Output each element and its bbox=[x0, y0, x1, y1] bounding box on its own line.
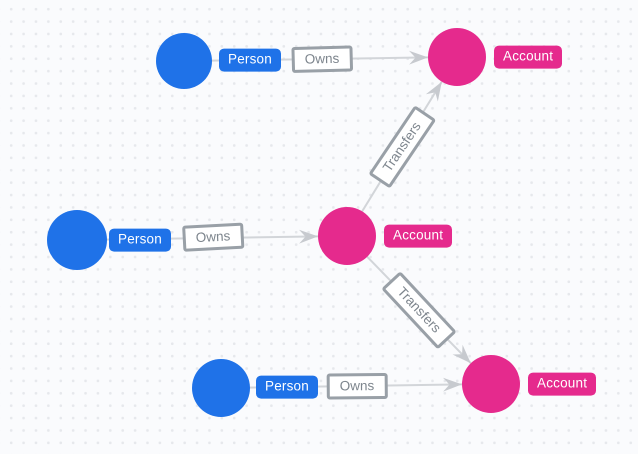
edges bbox=[76, 50, 472, 392]
edge-label-owns-bottom[interactable]: Owns bbox=[326, 372, 388, 399]
node-account-2[interactable] bbox=[318, 207, 376, 265]
edge-label-owns-middle[interactable]: Owns bbox=[182, 222, 244, 252]
node-label-person-3[interactable]: Person bbox=[256, 375, 318, 399]
node-label-person-2[interactable]: Person bbox=[109, 228, 171, 252]
node-label-person-1[interactable]: Person bbox=[219, 48, 281, 72]
node-label-account-3[interactable]: Account bbox=[528, 372, 597, 396]
node-account-1[interactable] bbox=[428, 28, 486, 86]
node-person-3[interactable] bbox=[192, 359, 250, 417]
node-account-3[interactable] bbox=[462, 355, 520, 413]
node-label-account-2[interactable]: Account bbox=[384, 224, 453, 248]
node-person-1[interactable] bbox=[156, 33, 212, 89]
node-label-account-1[interactable]: Account bbox=[494, 45, 563, 69]
edge-label-owns-top[interactable]: Owns bbox=[291, 45, 353, 73]
node-person-2[interactable] bbox=[47, 210, 107, 270]
nodes bbox=[47, 28, 520, 417]
